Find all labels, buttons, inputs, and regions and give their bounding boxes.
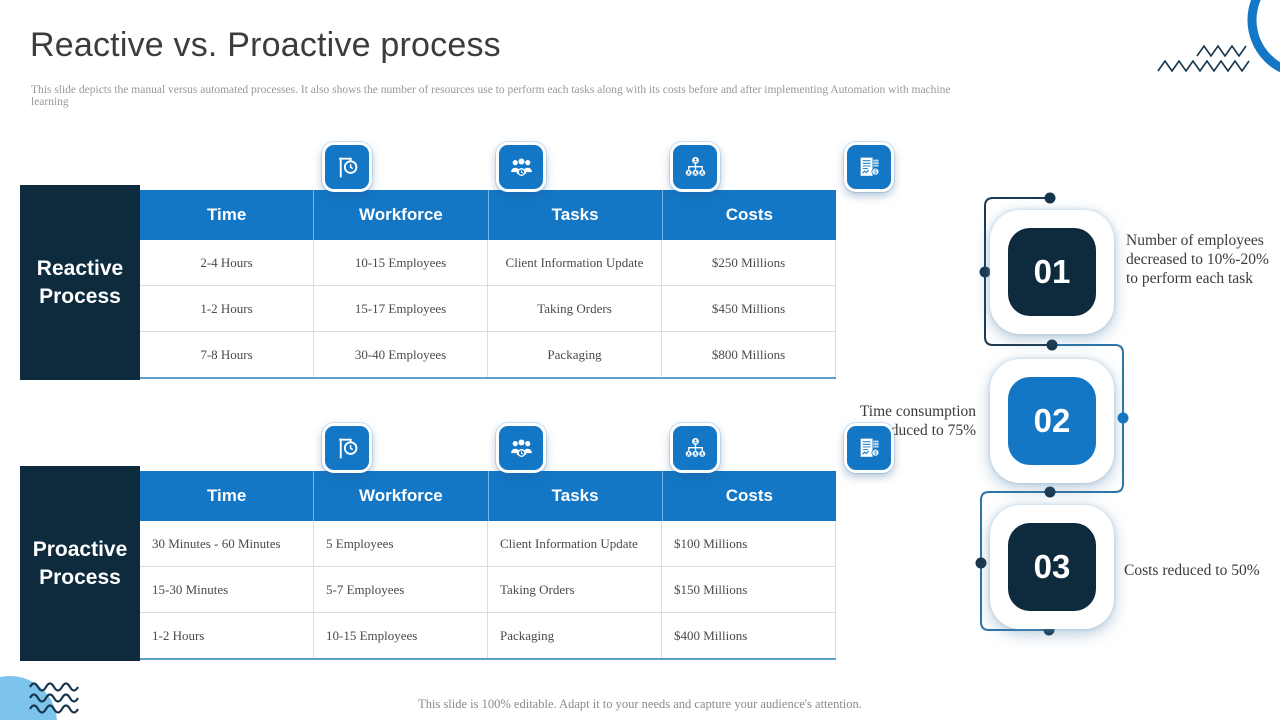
step-03-description: Costs reduced to 50% bbox=[1124, 562, 1260, 579]
step-01-description: Number of employees decreased to 10%-20%… bbox=[1126, 232, 1269, 287]
process-label-reactive: Reactive Process bbox=[20, 185, 140, 380]
corner-ring-decoration bbox=[1247, 0, 1280, 73]
connector-dot bbox=[1046, 339, 1058, 351]
org-hierarchy-icon bbox=[670, 142, 720, 192]
table-header-row: Time Workforce Tasks Costs bbox=[140, 190, 836, 240]
table-cell: Packaging bbox=[488, 613, 662, 658]
step-number-badge: 03 bbox=[1008, 523, 1096, 611]
table-cell: 10-15 Employees bbox=[314, 240, 488, 285]
reactive-process-table: Reactive Process Time Workforce Tasks Co… bbox=[20, 142, 894, 385]
table-row: 1-2 Hours 10-15 Employees Packaging $400… bbox=[140, 613, 836, 660]
footer-note: This slide is 100% editable. Adapt it to… bbox=[418, 697, 862, 711]
invoice-report-icon bbox=[844, 142, 894, 192]
column-header-tasks: Tasks bbox=[489, 190, 663, 240]
table-cell: 1-2 Hours bbox=[140, 286, 314, 331]
table-cell: $250 Millions bbox=[662, 240, 836, 285]
connector-dot bbox=[1044, 192, 1056, 204]
column-header-time: Time bbox=[140, 471, 315, 521]
table-cell: 7-8 Hours bbox=[140, 332, 314, 377]
hanging-clock-icon bbox=[322, 423, 372, 473]
table-cell: $100 Millions bbox=[662, 521, 836, 566]
proactive-process-table: Proactive Process Time Workforce Tasks C… bbox=[20, 423, 894, 666]
org-hierarchy-icon bbox=[670, 423, 720, 473]
connector-dot bbox=[1044, 486, 1056, 498]
process-label-proactive: Proactive Process bbox=[20, 466, 140, 661]
table-row: 2-4 Hours 10-15 Employees Client Informa… bbox=[140, 240, 836, 286]
connector-dot bbox=[979, 266, 991, 278]
table-cell: 30-40 Employees bbox=[314, 332, 488, 377]
column-header-time: Time bbox=[140, 190, 315, 240]
timeline-step-02: 02 bbox=[990, 359, 1114, 483]
table-row: 7-8 Hours 30-40 Employees Packaging $800… bbox=[140, 332, 836, 379]
table-cell: 2-4 Hours bbox=[140, 240, 314, 285]
table-cell: 1-2 Hours bbox=[140, 613, 314, 658]
column-header-tasks: Tasks bbox=[489, 471, 663, 521]
table-cell: 5-7 Employees bbox=[314, 567, 488, 612]
wave-decoration-1 bbox=[29, 682, 79, 692]
step-02-description: Time consumption reduced to 75% bbox=[859, 403, 976, 439]
column-header-workforce: Workforce bbox=[314, 190, 489, 240]
table-row: 15-30 Minutes 5-7 Employees Taking Order… bbox=[140, 567, 836, 613]
table-cell: 15-30 Minutes bbox=[140, 567, 314, 612]
table-cell: Taking Orders bbox=[488, 567, 662, 612]
table-cell: 10-15 Employees bbox=[314, 613, 488, 658]
connector-dot bbox=[975, 557, 987, 569]
timeline-step-03: 03 bbox=[990, 505, 1114, 629]
table-cell: Packaging bbox=[488, 332, 662, 377]
table-cell: Taking Orders bbox=[488, 286, 662, 331]
table-cell: 15-17 Employees bbox=[314, 286, 488, 331]
table-cell: Client Information Update bbox=[488, 240, 662, 285]
connector-dot bbox=[1117, 412, 1129, 424]
zigzag-decoration-bottom bbox=[1157, 59, 1250, 73]
zigzag-decoration-top bbox=[1196, 44, 1247, 58]
table-cell: Client Information Update bbox=[488, 521, 662, 566]
table-cell: $800 Millions bbox=[662, 332, 836, 377]
table-row: 30 Minutes - 60 Minutes 5 Employees Clie… bbox=[140, 521, 836, 567]
table-cell: 5 Employees bbox=[314, 521, 488, 566]
step-number-badge: 01 bbox=[1008, 228, 1096, 316]
people-group-icon bbox=[496, 423, 546, 473]
hanging-clock-icon bbox=[322, 142, 372, 192]
step-number-badge: 02 bbox=[1008, 377, 1096, 465]
table-cell: $400 Millions bbox=[662, 613, 836, 658]
page-title: Reactive vs. Proactive process bbox=[30, 26, 501, 64]
column-header-costs: Costs bbox=[725, 205, 773, 224]
table-cell: $450 Millions bbox=[662, 286, 836, 331]
people-group-icon bbox=[496, 142, 546, 192]
table-header-row: Time Workforce Tasks Costs bbox=[140, 471, 836, 521]
table-row: 1-2 Hours 15-17 Employees Taking Orders … bbox=[140, 286, 836, 332]
column-header-costs: Costs bbox=[725, 486, 773, 505]
page-subtitle: This slide depicts the manual versus aut… bbox=[31, 84, 951, 108]
timeline-step-01: 01 bbox=[990, 210, 1114, 334]
table-cell: 30 Minutes - 60 Minutes bbox=[140, 521, 314, 566]
table-cell: $150 Millions bbox=[662, 567, 836, 612]
invoice-report-icon bbox=[844, 423, 894, 473]
column-header-workforce: Workforce bbox=[314, 471, 489, 521]
